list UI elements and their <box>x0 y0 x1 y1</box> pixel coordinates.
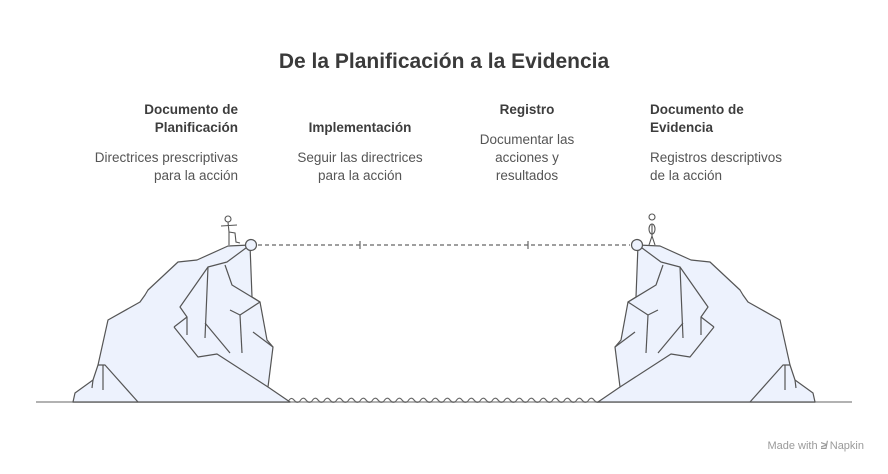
desc-line: Seguir las directrices <box>297 150 423 165</box>
title-line: Registro <box>499 102 555 117</box>
title-line: Documento de <box>650 102 744 117</box>
end-node <box>630 238 644 252</box>
napkin-logo-icon: ≱ <box>820 440 827 452</box>
stage-3-title: Registro <box>500 101 555 119</box>
desc-line: Directrices prescriptivas <box>94 150 238 165</box>
stage-2-description: Seguir las directrices para la acción <box>297 149 422 185</box>
stage-3-description: Documentar las acciones y resultados <box>480 131 575 185</box>
start-node <box>244 238 258 252</box>
desc-line: resultados <box>495 168 559 183</box>
stage-2-title: Implementación <box>309 119 412 137</box>
desc-line: de la acción <box>650 168 723 183</box>
stage-4-description: Registros descriptivos de la acción <box>650 149 782 185</box>
water-waves <box>287 397 601 403</box>
page-title: De la Planificación a la Evidencia <box>278 50 610 73</box>
title-line: Implementación <box>308 120 412 135</box>
desc-line: para la acción <box>153 168 238 183</box>
watermark-prefix: Made with <box>767 440 818 452</box>
title-line: Evidencia <box>650 120 714 135</box>
desc-line: para la acción <box>317 168 403 183</box>
desc-line: Registros descriptivos <box>650 150 783 165</box>
stage-1-title: Documento de Planificación <box>144 101 238 137</box>
watermark-brand: Napkin <box>829 440 864 452</box>
right-cliff <box>597 244 816 403</box>
desc-line: Documentar las <box>479 132 575 147</box>
desc-line: acciones y <box>495 150 559 165</box>
left-cliff <box>72 244 291 403</box>
right-person-icon <box>648 213 656 246</box>
stage-4-title: Documento de Evidencia <box>650 101 744 137</box>
title-line: Documento de <box>144 102 238 117</box>
stage-1-description: Directrices prescriptivas para la acción <box>95 149 238 185</box>
title-line: Planificación <box>154 120 238 135</box>
left-person-icon <box>220 215 241 245</box>
napkin-watermark[interactable]: Made with ≱ Napkin <box>767 440 864 452</box>
